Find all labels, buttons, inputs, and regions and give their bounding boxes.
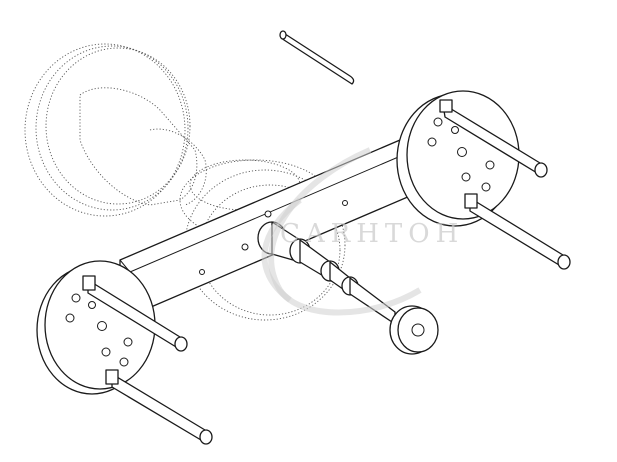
watermark-text: CARHTOH <box>280 219 464 249</box>
left-disc-assembly <box>36 260 213 445</box>
watermark: CARHTOH <box>261 147 464 316</box>
loose-pin <box>279 30 355 85</box>
right-disc-assembly <box>396 90 571 270</box>
